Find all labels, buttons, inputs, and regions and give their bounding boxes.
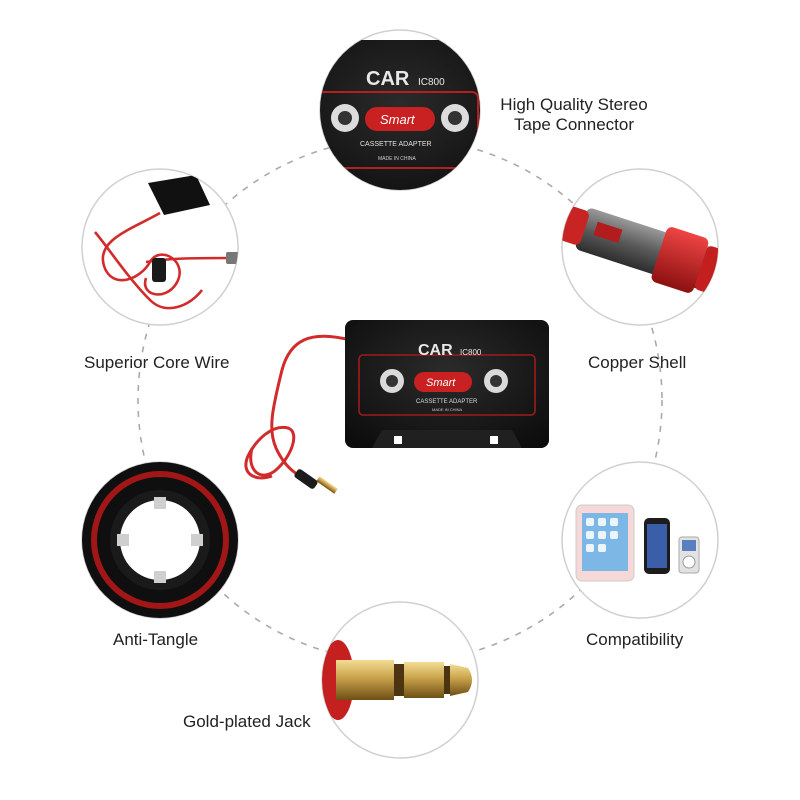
feature-label-stereo-line1: High Quality Stereo (500, 95, 648, 114)
feature-label-compatibility: Compatibility (586, 630, 684, 649)
compatibility-detail (561, 461, 719, 619)
top-logo-text: Smart (380, 112, 416, 127)
cassette-origin-text: MADE IN CHINA (432, 407, 463, 412)
top-model-text: IC800 (418, 77, 445, 88)
gold-jack-detail (321, 601, 479, 759)
top-label-text: CASSETTE ADAPTER (360, 141, 432, 148)
stereo-connector-detail: CAR IC800 Smart CASSETTE ADAPTER MADE IN… (319, 29, 481, 191)
feature-label-gold-jack: Gold-plated Jack (183, 712, 311, 731)
feature-label-core-wire: Superior Core Wire (84, 353, 230, 372)
feature-label-stereo-connector: High Quality Stereo Tape Connector (496, 95, 652, 135)
cassette-model-text: IC800 (460, 348, 482, 357)
cassette-logo-text: Smart (426, 377, 456, 389)
top-origin-text: MADE IN CHINA (378, 156, 416, 162)
cassette-adapter: CAR IC800 Smart CASSETTE ADAPTER MADE IN… (244, 320, 549, 494)
top-brand-text: CAR (366, 68, 410, 90)
dashed-connector-ring (137, 137, 663, 663)
cassette-brand-text: CAR (418, 342, 453, 359)
cassette-label-text: CASSETTE ADAPTER (416, 399, 478, 405)
cassette-cable (270, 334, 351, 484)
feature-label-copper-shell: Copper Shell (588, 353, 687, 372)
feature-label-anti-tangle: Anti-Tangle (113, 630, 199, 649)
feature-label-stereo-line2: Tape Connector (513, 115, 635, 134)
core-wire-detail (81, 168, 239, 326)
anti-tangle-detail (81, 461, 239, 619)
copper-shell-detail (561, 168, 719, 326)
